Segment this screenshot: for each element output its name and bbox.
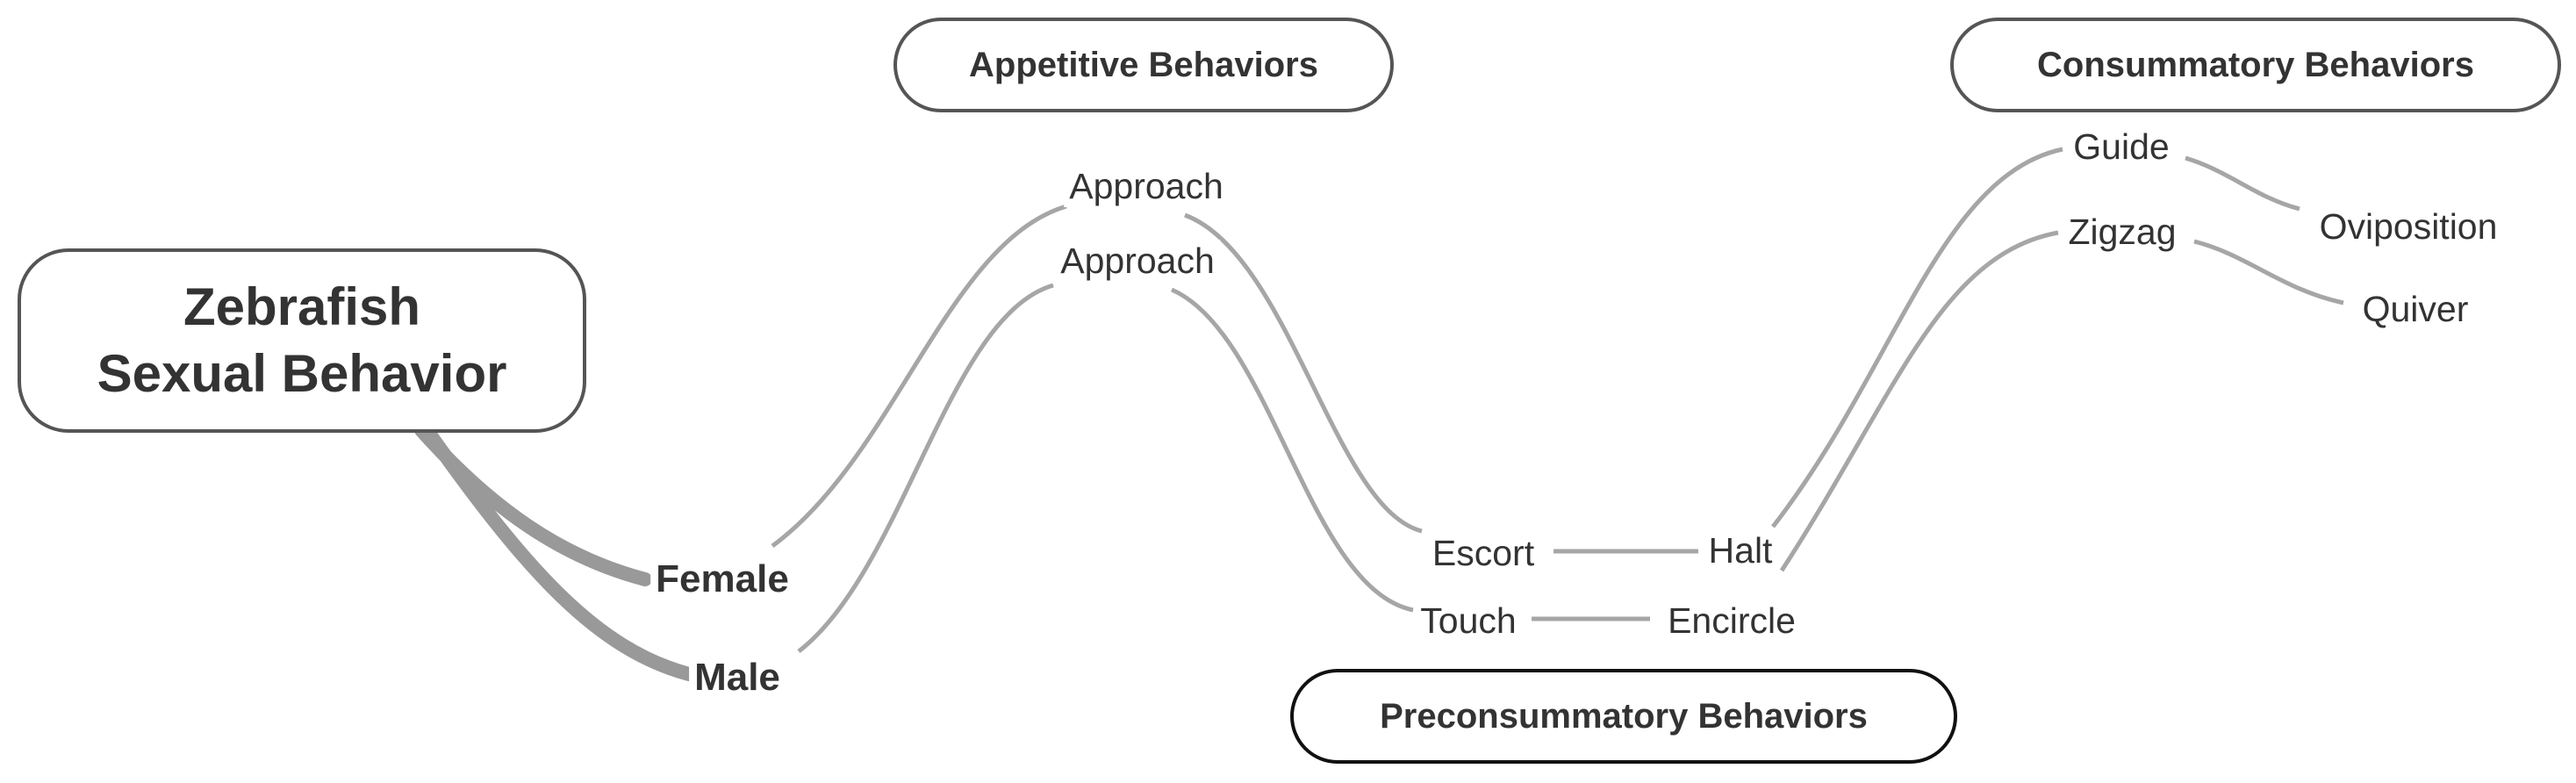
encircle-to-zigzag-line: [1779, 230, 2059, 572]
male-quiver-node[interactable]: Quiver: [2357, 288, 2474, 330]
appetitive-category[interactable]: Appetitive Behaviors: [893, 18, 1394, 112]
female-to-approach-line: [771, 204, 1067, 549]
male-node[interactable]: Male: [689, 657, 786, 699]
guide-to-oviposition-line: [2185, 155, 2300, 212]
root-title-line2: Sexual Behavior: [97, 344, 507, 403]
male-encircle-node[interactable]: Encircle: [1662, 600, 1801, 642]
female-guide-node[interactable]: Guide: [2068, 126, 2175, 168]
approach-to-escort-line: [1184, 212, 1423, 534]
zigzag-to-quiver-line: [2193, 239, 2344, 305]
consummatory-category[interactable]: Consummatory Behaviors: [1950, 18, 2561, 112]
female-oviposition-node[interactable]: Oviposition: [2314, 205, 2503, 248]
halt-to-guide-line: [1771, 147, 2063, 528]
preconsummatory-category[interactable]: Preconsummatory Behaviors: [1290, 669, 1957, 764]
female-halt-node[interactable]: Halt: [1703, 529, 1778, 571]
female-node[interactable]: Female: [650, 558, 794, 600]
male-zigzag-node[interactable]: Zigzag: [2063, 211, 2182, 253]
root-to-male-branch: [423, 427, 696, 681]
female-approach-node[interactable]: Approach: [1064, 165, 1229, 207]
root-node[interactable]: Zebrafish Sexual Behavior: [18, 248, 586, 433]
approach-to-touch-line: [1170, 287, 1414, 613]
female-escort-node[interactable]: Escort: [1426, 532, 1540, 574]
male-to-approach-line: [797, 283, 1054, 653]
male-touch-node[interactable]: Touch: [1415, 600, 1522, 642]
root-title-line1: Zebrafish: [183, 277, 421, 336]
male-approach-node[interactable]: Approach: [1055, 240, 1220, 282]
